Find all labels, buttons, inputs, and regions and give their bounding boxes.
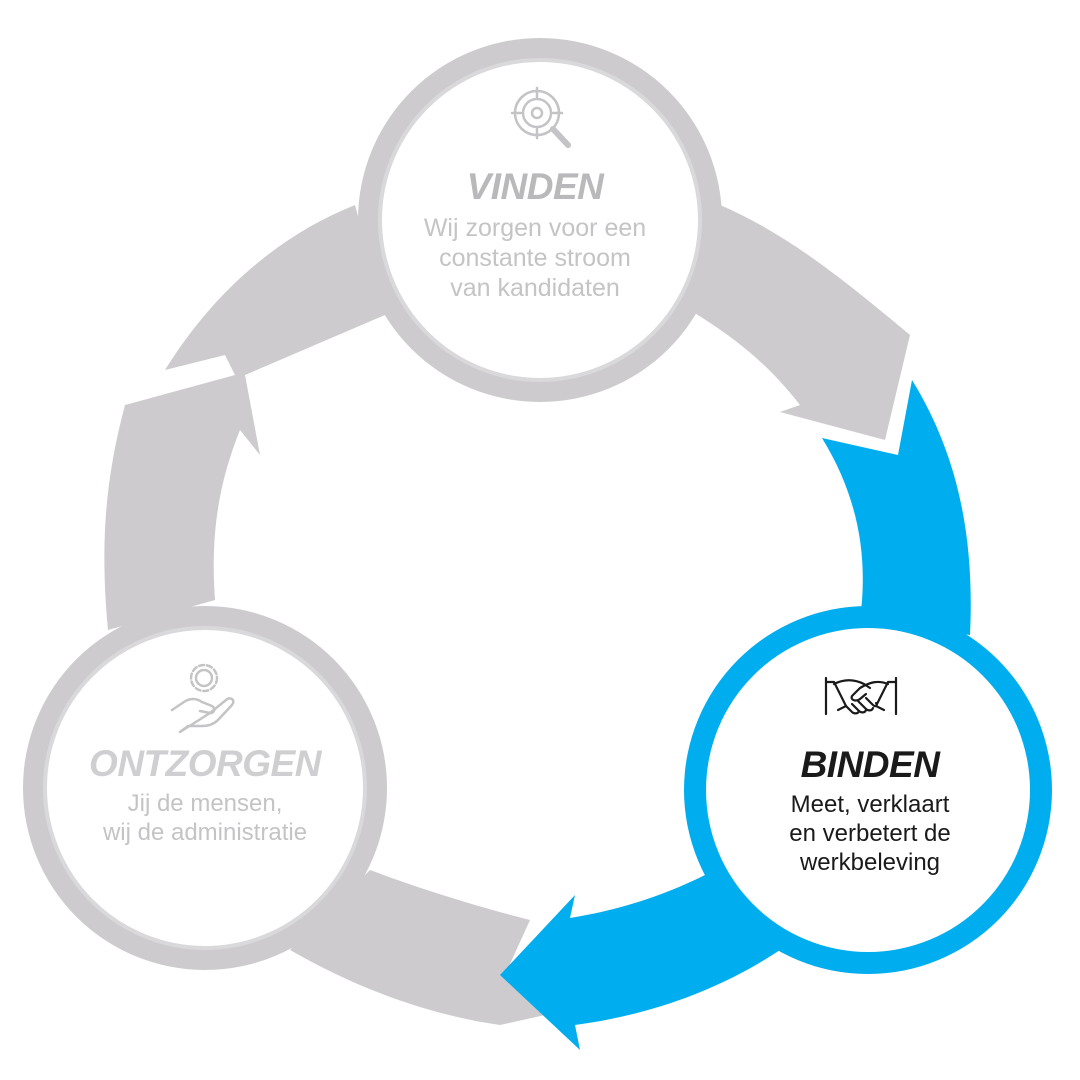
arrow-binden-to-ontzorgen (822, 380, 971, 635)
target-search-icon (510, 86, 571, 148)
node-vinden-line: constante stroom (439, 244, 631, 272)
node-ontzorgen: ONTZORGEN Jij de mensen, wij de administ… (50, 745, 360, 848)
arrow-binden-head (500, 875, 780, 1050)
node-binden: BINDEN Meet, verklaart en verbetert de w… (720, 746, 1020, 877)
handshake-icon (824, 676, 898, 716)
node-binden-line: en verbetert de (789, 819, 951, 847)
node-binden-description: Meet, verklaart en verbetert de werkbele… (720, 791, 1020, 877)
node-vinden-description: Wij zorgen voor een constante stroom van… (380, 213, 690, 303)
node-binden-line: Meet, verklaart (790, 791, 950, 818)
node-ontzorgen-description: Jij de mensen, wij de administratie (50, 790, 360, 848)
node-ontzorgen-line: wij de administratie (102, 818, 308, 846)
node-vinden: VINDEN Wij zorgen voor een constante str… (380, 168, 690, 303)
node-vinden-title: VINDEN (466, 166, 604, 207)
node-ontzorgen-line: Jij de mensen, (127, 790, 283, 817)
node-vinden-line: Wij zorgen voor een (423, 214, 647, 242)
node-ontzorgen-disc (43, 626, 367, 950)
arrow-vinden-to-binden (690, 205, 910, 440)
node-ontzorgen-title: ONTZORGEN (89, 743, 321, 784)
arrow-ontzorgen-base (290, 870, 545, 1025)
node-vinden-line: van kandidaten (450, 274, 620, 302)
arrow-ontzorgen-to-vinden (104, 205, 385, 630)
gear-hand-icon (170, 663, 235, 734)
node-binden-title: BINDEN (800, 744, 940, 785)
node-binden-disc (706, 628, 1030, 952)
node-vinden-disc (378, 58, 702, 382)
node-binden-line: werkbeleving (799, 848, 941, 876)
